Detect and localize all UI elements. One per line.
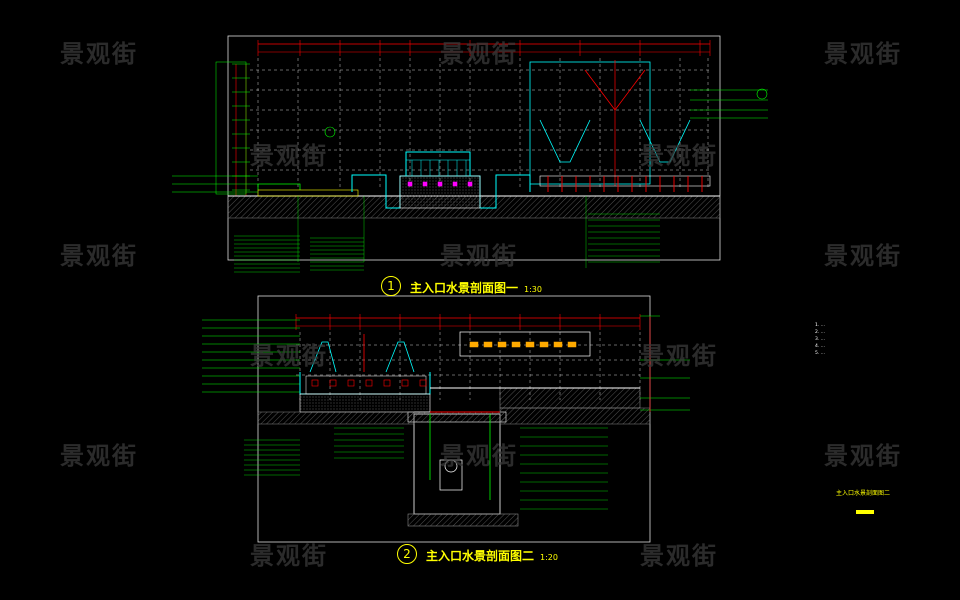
ground-hatch [257, 411, 415, 425]
fixture-marker [452, 181, 458, 187]
section-1-title: 主入口水景剖面图一 1:30 [410, 279, 542, 296]
fountain-basin [405, 151, 471, 176]
pool-wall [299, 393, 431, 413]
water-arc [309, 341, 337, 373]
board-marker [469, 341, 479, 348]
slab-hatch [499, 387, 641, 409]
legend-line: 3. ... [815, 337, 826, 342]
legend-line: 1. ... [815, 323, 826, 328]
section-2-title-text: 主入口水景剖面图二 [426, 549, 535, 563]
fixture-marker [467, 181, 473, 187]
board-marker [539, 341, 549, 348]
section-1-title-text: 主入口水景剖面图一 [410, 281, 519, 295]
info-board [459, 331, 591, 357]
section-1-scale: 1:30 [524, 285, 542, 294]
section-2-number: 2 [397, 544, 417, 564]
fixture-marker [347, 379, 355, 387]
section-2-title: 主入口水景剖面图二 1:20 [426, 547, 558, 564]
fixture-marker [407, 181, 413, 187]
pool-wall [399, 175, 481, 209]
section-1-frame [227, 35, 721, 261]
sculpture-right [639, 119, 691, 163]
pump-icon [444, 459, 458, 473]
board-marker [511, 341, 521, 348]
callout-circle [756, 88, 768, 100]
section-1-number: 1 [381, 276, 401, 296]
pump-body [439, 459, 463, 491]
annotation-box [215, 61, 247, 195]
legend-line: 2. ... [815, 330, 826, 335]
slab-top [539, 175, 711, 187]
section-2-scale: 1:20 [540, 553, 558, 562]
feature-frame [529, 61, 651, 185]
fixture-marker [365, 379, 373, 387]
fixture-marker [329, 379, 337, 387]
pit-base [407, 513, 519, 527]
board-marker [525, 341, 535, 348]
legend-line: 4. ... [815, 344, 826, 349]
legend-line: 5. ... [815, 351, 826, 356]
side-panel-bar [856, 510, 874, 514]
water-arc [385, 341, 415, 373]
side-legend: 1. ... 2. ... 3. ... 4. ... 5. ... [815, 322, 825, 357]
board-marker [553, 341, 563, 348]
board-marker [497, 341, 507, 348]
fixture-marker [437, 181, 443, 187]
side-panel-label: 主入口水景剖面图二 [836, 490, 891, 497]
board-marker [483, 341, 493, 348]
pit-cover [407, 411, 507, 423]
pool-section [299, 372, 431, 395]
ground-hatch [499, 407, 651, 425]
paving-layer [257, 189, 359, 197]
planter-edge [257, 183, 301, 190]
board-marker [567, 341, 577, 348]
fixture-marker [422, 181, 428, 187]
fixture-marker [419, 379, 427, 387]
fixture-marker [401, 379, 409, 387]
callout-circle [324, 126, 336, 138]
fixture-marker [311, 379, 319, 387]
sculpture-left [539, 119, 591, 163]
fixture-marker [383, 379, 391, 387]
